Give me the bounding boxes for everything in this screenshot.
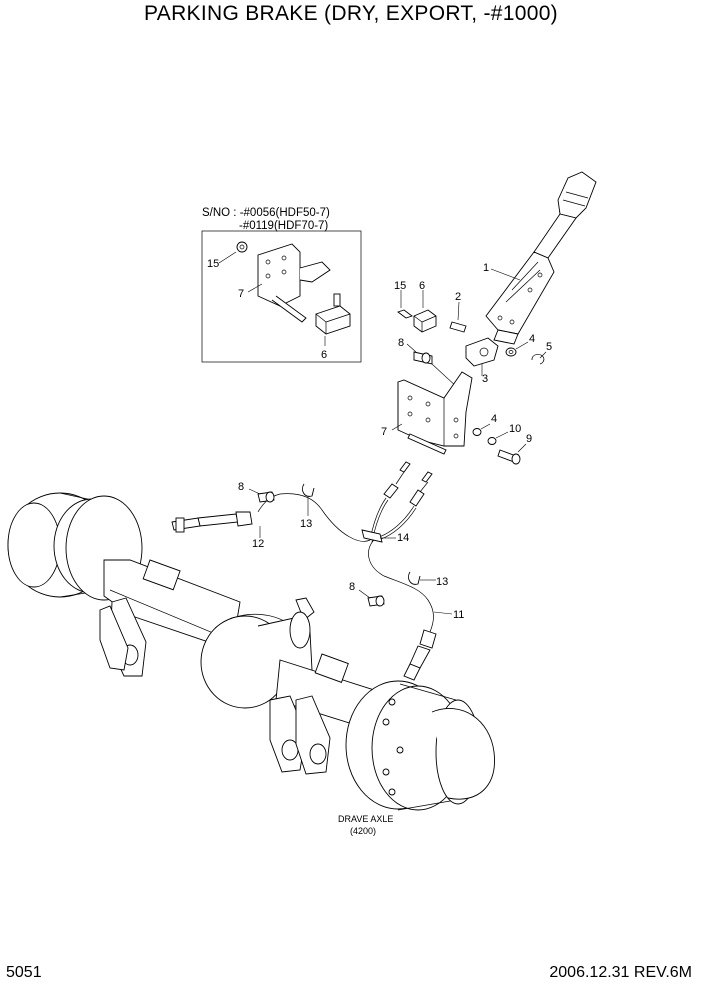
callout-4a: 4 bbox=[529, 333, 535, 345]
callout-6: 6 bbox=[419, 280, 425, 292]
pivot-bracket-part: 3 4 5 bbox=[465, 333, 552, 385]
callout-8c: 8 bbox=[349, 581, 355, 593]
callout-11: 11 bbox=[453, 609, 464, 621]
pin-part: 2 bbox=[449, 291, 467, 333]
callout-15: 15 bbox=[394, 280, 406, 292]
callout-13b: 13 bbox=[436, 576, 448, 588]
revision-date: 2006.12.31 REV.6M bbox=[549, 964, 692, 981]
axle-label-line1: DRAVE AXLE bbox=[338, 814, 393, 824]
drive-axle: DRAVE AXLE (4200) bbox=[7, 492, 495, 836]
brake-cables: 8 8 13 12 14 13 11 bbox=[171, 461, 464, 681]
callout-14: 14 bbox=[397, 532, 409, 544]
callout-4b: 4 bbox=[491, 413, 497, 425]
callout-10: 10 bbox=[509, 423, 521, 435]
inset-nut-shape bbox=[236, 241, 248, 253]
callout-3: 3 bbox=[482, 373, 488, 385]
callout-5: 5 bbox=[546, 341, 552, 353]
callout-2: 2 bbox=[455, 291, 461, 303]
inset-bracket-shape bbox=[257, 243, 301, 307]
page-title: PARKING BRAKE (DRY, EXPORT, -#1000) bbox=[144, 2, 558, 25]
callout-8a: 8 bbox=[398, 337, 404, 349]
callout-12: 12 bbox=[252, 538, 264, 550]
page-number: 5051 bbox=[6, 964, 42, 981]
inset-sno-line1: S/NO : -#0056(HDF50-7) bbox=[202, 207, 330, 219]
callout-8b: 8 bbox=[238, 481, 244, 493]
mount-bracket-part: 7 4 10 9 bbox=[381, 371, 532, 465]
callout-9: 9 bbox=[526, 433, 532, 445]
inset-sno-line2: -#0119(HDF70-7) bbox=[239, 220, 328, 232]
callout-1: 1 bbox=[483, 262, 489, 274]
inset-callout-6: 6 bbox=[321, 349, 327, 361]
callout-7: 7 bbox=[381, 426, 387, 438]
inset-panel: S/NO : -#0056(HDF50-7) -#0119(HDF70-7) 1… bbox=[201, 207, 362, 363]
callout-13a: 13 bbox=[300, 518, 312, 530]
bolt-part: 8 bbox=[398, 337, 459, 389]
inset-callout-7: 7 bbox=[238, 288, 244, 300]
inset-callout-15: 15 bbox=[207, 258, 219, 270]
parking-brake-lever: 1 bbox=[483, 171, 597, 345]
axle-label-line2: (4200) bbox=[350, 826, 376, 836]
switch-part: 6 15 bbox=[394, 280, 437, 333]
